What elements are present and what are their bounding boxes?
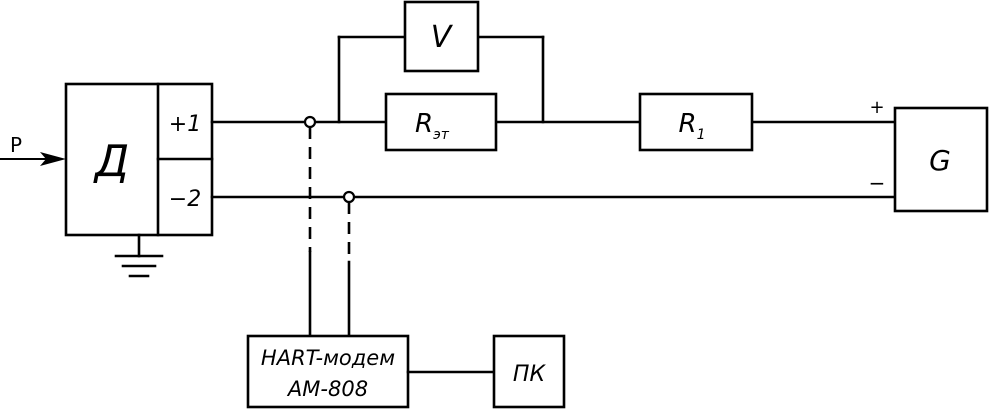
pc-block: ПК bbox=[492, 334, 566, 409]
voltmeter-label: V bbox=[431, 20, 454, 55]
sensor-block: Д +1 −2 bbox=[64, 82, 214, 237]
sensor-label: Д bbox=[93, 136, 129, 187]
hart-modem-block: HART-модем AM-808 bbox=[246, 334, 410, 409]
load-resistor-label: R1 bbox=[679, 109, 706, 143]
pc-label: ПК bbox=[513, 362, 547, 387]
hart-modem-model: AM-808 bbox=[286, 377, 368, 401]
ground-icon bbox=[114, 233, 164, 278]
terminal-plus-label: +1 bbox=[169, 112, 201, 137]
pressure-arrow-icon bbox=[40, 152, 66, 166]
minus-polarity-label: − bbox=[869, 171, 886, 195]
hart-modem-name: HART-модем bbox=[261, 346, 395, 370]
voltmeter-block: V bbox=[403, 0, 480, 73]
power-source-label: G bbox=[929, 144, 951, 177]
terminal-minus-label: −2 bbox=[169, 187, 201, 212]
reference-resistor: Rэт bbox=[384, 92, 498, 152]
plus-junction-node bbox=[303, 115, 317, 129]
power-source-block: G + − bbox=[869, 97, 989, 213]
minus-junction-node bbox=[342, 190, 356, 204]
voltmeter-branch bbox=[337, 35, 545, 124]
modem-connections bbox=[308, 127, 351, 338]
load-resistor: R1 bbox=[638, 92, 754, 152]
pressure-input: P bbox=[0, 133, 66, 166]
pressure-label: P bbox=[10, 133, 22, 157]
plus-polarity-label: + bbox=[869, 97, 884, 118]
reference-resistor-label: Rэт bbox=[415, 109, 450, 143]
